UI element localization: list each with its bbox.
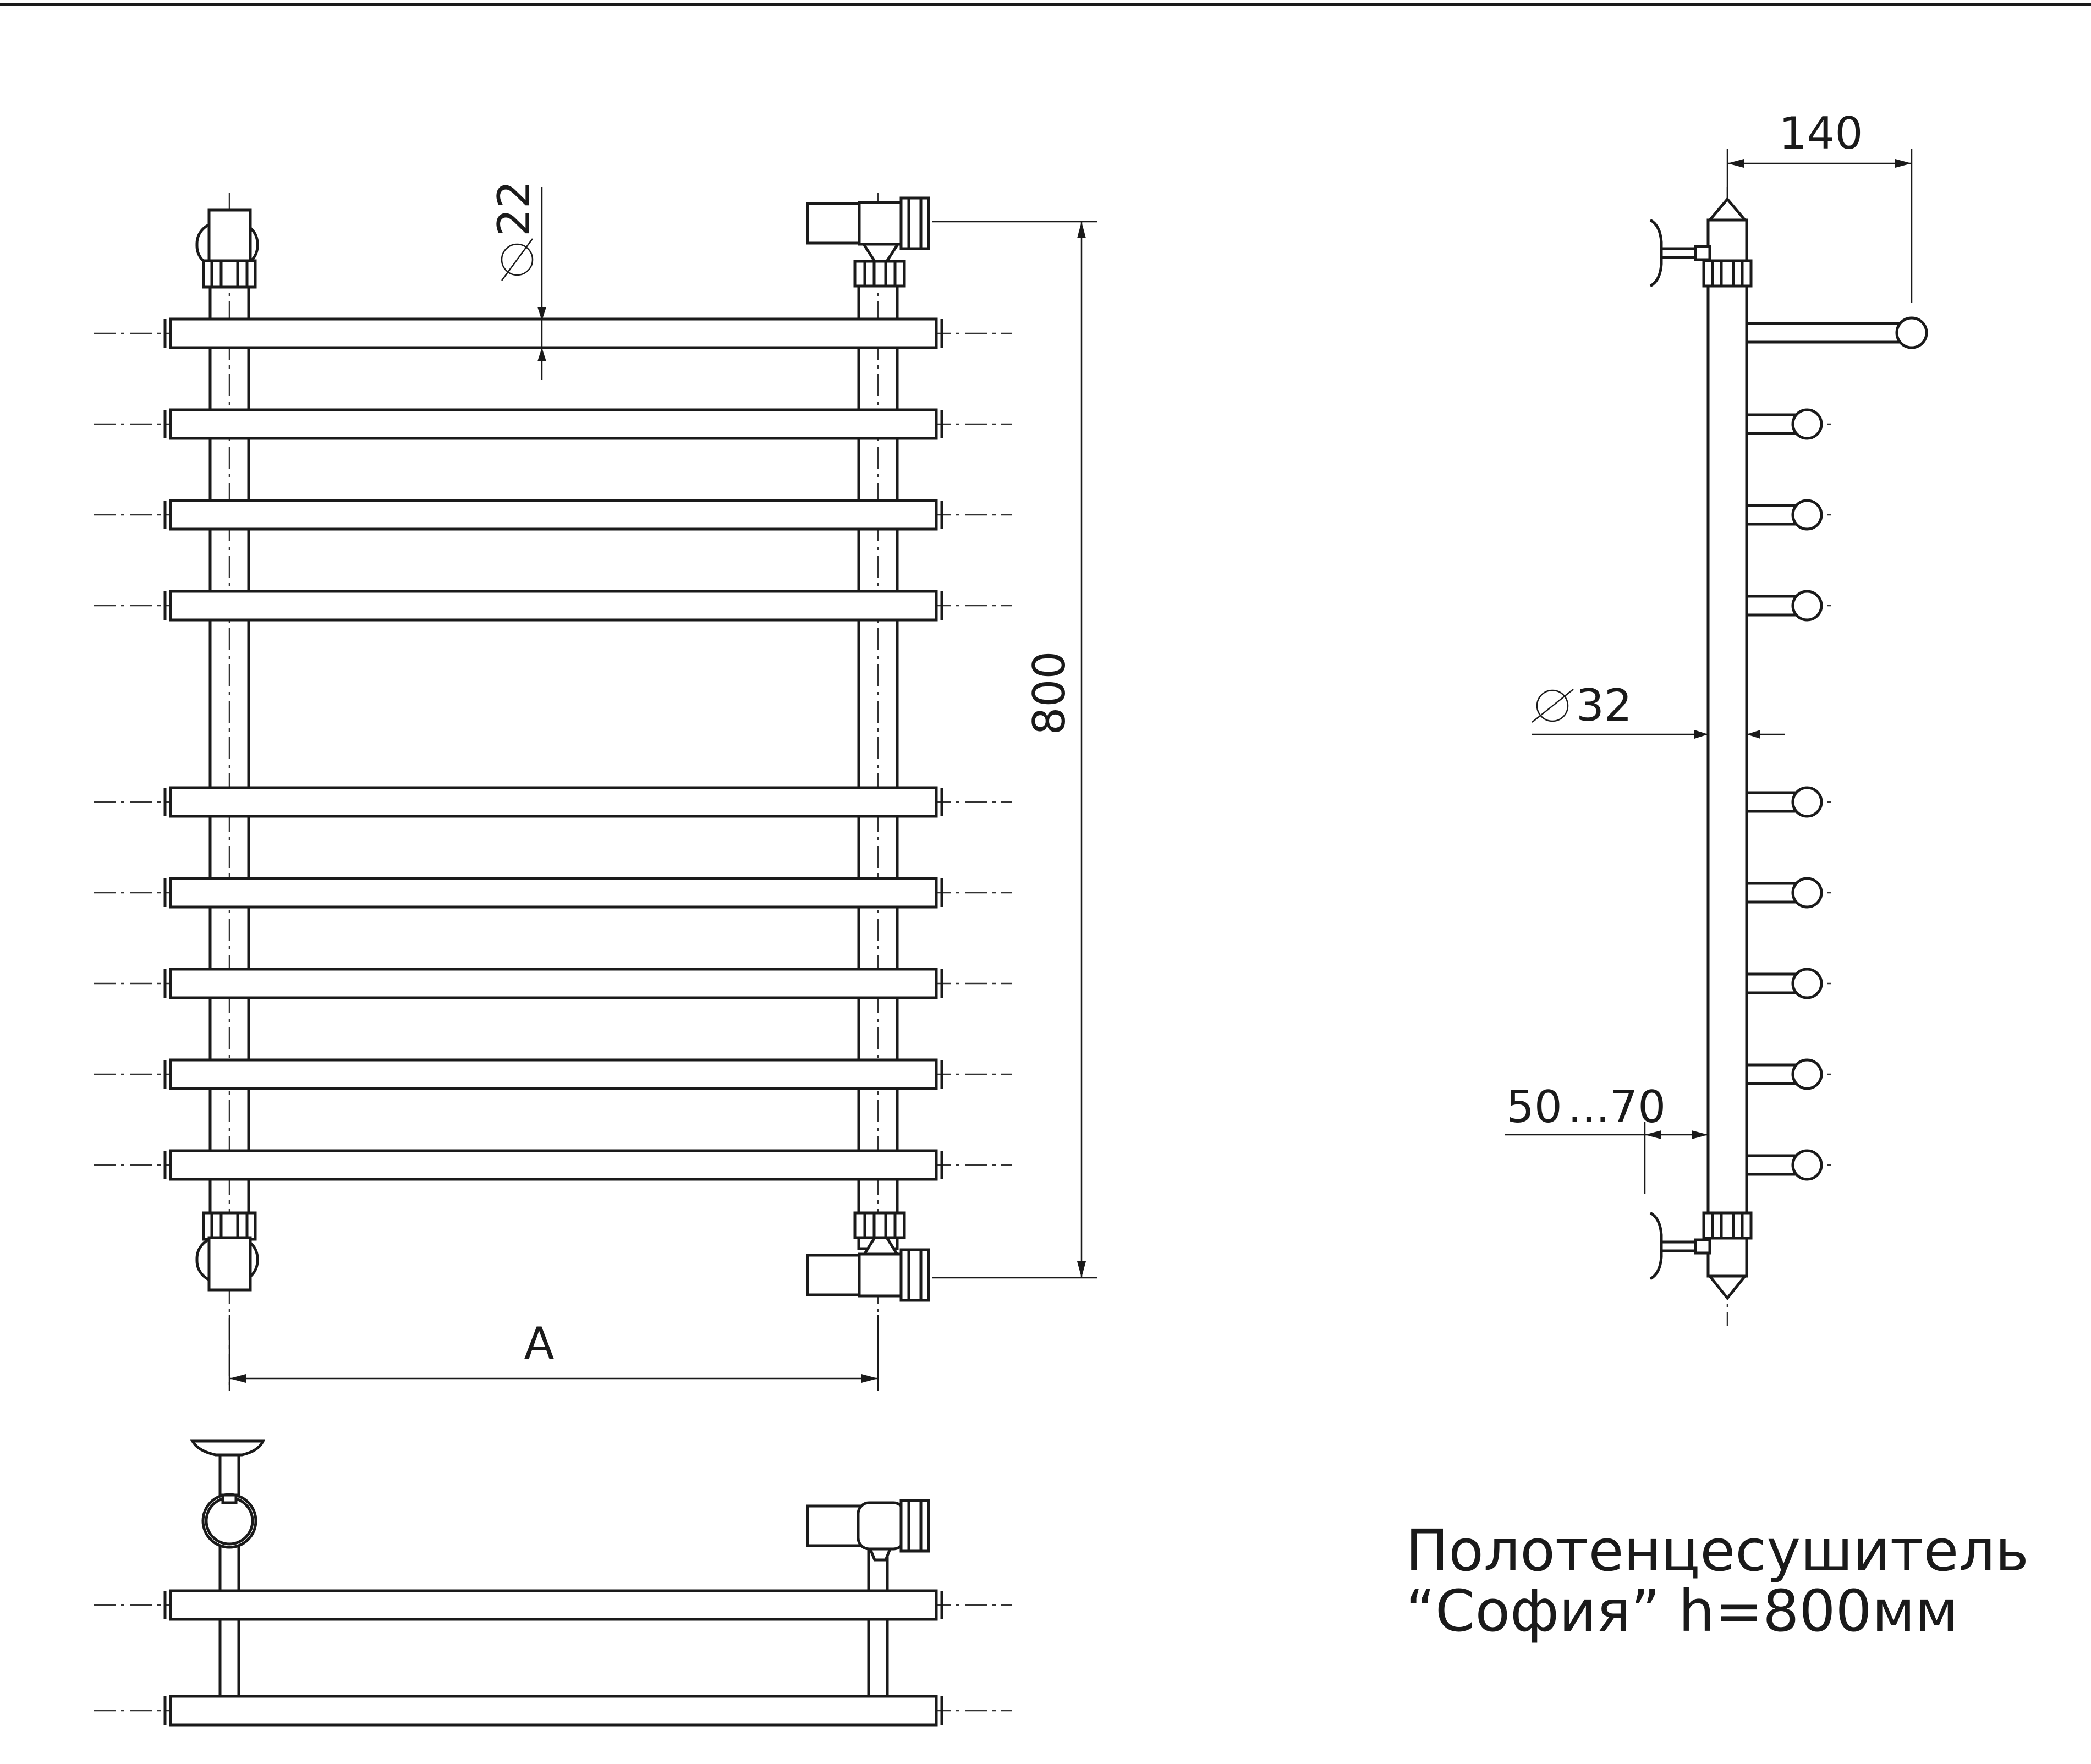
dimension-width: A	[228, 1315, 879, 1391]
top-long-rail	[1745, 316, 1928, 349]
width-label: A	[524, 1318, 555, 1369]
side-view: 140 32 50 ...70	[1505, 108, 1928, 1326]
top-right-valve	[806, 196, 930, 288]
towel-rail	[169, 317, 938, 349]
riser-diameter-label: 32	[1576, 680, 1632, 731]
wall-distance-min-label: 50	[1506, 1081, 1562, 1133]
rail-end-circle	[1791, 877, 1823, 909]
towel-rail	[169, 877, 938, 909]
dimension-depth: 140	[1726, 108, 1913, 303]
wall-distance-max-label: ...70	[1568, 1081, 1666, 1133]
towel-rail	[169, 1149, 938, 1181]
bottom-wall-bracket	[1649, 1211, 1753, 1301]
towel-rail	[169, 408, 938, 440]
rail-end-circle	[1791, 1058, 1823, 1090]
rail-end-circle	[1791, 1149, 1823, 1181]
top-wall-bracket	[1649, 197, 1753, 288]
tube-diameter-label: 22	[489, 180, 540, 237]
top-view-wall-mount	[190, 1439, 265, 1549]
dimension-tube-diameter: 22	[489, 180, 546, 380]
towel-rail	[169, 590, 938, 622]
horizontal-rails	[163, 317, 943, 1181]
top-view	[94, 1439, 1012, 1727]
front-view: 22 800 A	[94, 180, 1097, 1391]
rail-end-circle	[1791, 786, 1823, 818]
height-label: 800	[1024, 651, 1075, 735]
diameter-symbol-icon	[501, 243, 534, 276]
bottom-left-wall-mount	[195, 1211, 259, 1292]
towel-rail	[169, 499, 938, 531]
rail-end-circle	[1791, 590, 1823, 622]
towel-rail	[169, 1058, 938, 1090]
top-view-valve	[806, 1499, 930, 1562]
diameter-symbol-icon	[1536, 689, 1569, 722]
rail-end-circle	[1791, 408, 1823, 440]
top-left-wall-mount	[195, 208, 259, 289]
bottom-right-valve	[806, 1211, 930, 1302]
dimension-riser-diameter: 32	[1532, 680, 1785, 739]
dimension-height: 800	[932, 221, 1097, 1279]
title-line-1: Полотенцесушитель	[1406, 1517, 2029, 1584]
main-riser	[1706, 218, 1748, 1278]
dimension-wall-distance: 50 ...70	[1505, 1081, 1708, 1194]
rail-end-circle	[1791, 499, 1823, 531]
depth-label: 140	[1779, 108, 1863, 159]
rail-ends	[1727, 408, 1832, 1181]
towel-rail	[169, 786, 938, 818]
rail-end-circle	[1791, 968, 1823, 999]
title-line-2: “София” h=800мм	[1406, 1578, 1958, 1645]
top-view-front-rail	[169, 1589, 938, 1621]
title-block: Полотенцесушитель “София” h=800мм	[1406, 1517, 2029, 1645]
top-view-back-rail	[169, 1695, 938, 1727]
towel-rail	[169, 968, 938, 999]
